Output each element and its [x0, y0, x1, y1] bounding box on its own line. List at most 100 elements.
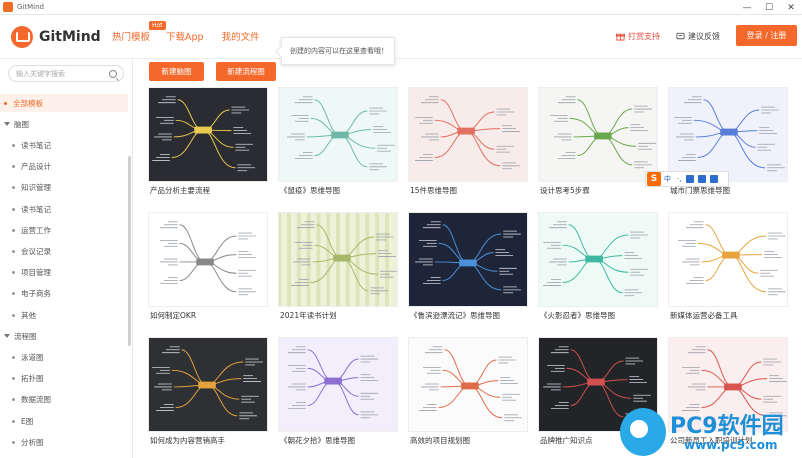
template-card[interactable]: 如何成为内容营销高手 — [148, 337, 268, 452]
template-thumbnail[interactable] — [668, 87, 788, 182]
nav-my-files[interactable]: 我的文件 — [221, 32, 260, 43]
template-card[interactable]: 公司新员工入职培训计划 — [668, 337, 788, 452]
new-flowchart-button[interactable]: 新建流程图 — [216, 62, 276, 81]
template-card[interactable]: 2021年读书计划 — [278, 212, 398, 327]
template-thumbnail[interactable] — [538, 212, 658, 307]
sidebar-item[interactable]: 流程图 — [0, 327, 128, 345]
sidebar-item[interactable]: 全部模板 — [0, 94, 128, 112]
template-thumbnail[interactable] — [668, 212, 788, 307]
template-thumbnail[interactable] — [148, 337, 268, 432]
mic-icon[interactable] — [686, 175, 695, 183]
bullet-icon — [12, 228, 15, 232]
sidebar-item[interactable]: 分析图 — [0, 433, 128, 451]
feedback-link[interactable]: 建议反馈 — [676, 31, 720, 42]
template-card[interactable]: 高效的项目规划图 — [408, 337, 528, 452]
bullet-icon — [4, 101, 7, 105]
template-thumbnail[interactable] — [148, 87, 268, 182]
sidebar-item[interactable]: E图 — [0, 412, 128, 430]
new-mindmap-button[interactable]: 新建脑图 — [149, 62, 204, 81]
template-title[interactable]: 《火影忍者》思维导图 — [540, 311, 615, 320]
template-title[interactable]: 品牌推广知识点 — [540, 436, 593, 445]
sidebar-item[interactable]: 读书笔记 — [0, 200, 128, 218]
nav-hot-templates-label: 热门模板 — [112, 32, 151, 43]
close-icon[interactable]: ✕ — [787, 2, 795, 13]
sidebar-item[interactable]: 电子商务 — [0, 285, 128, 303]
template-card[interactable]: 如何制定OKR — [148, 212, 268, 327]
sidebar-item-label: 泳道图 — [21, 352, 44, 362]
gitmind-logo[interactable]: GitMind — [11, 26, 101, 48]
ime-lang[interactable]: 中 — [664, 175, 671, 183]
sogou-icon[interactable]: S — [647, 172, 661, 186]
template-card[interactable]: 15件思维导图 — [408, 87, 528, 202]
ime-punct[interactable]: ·, — [677, 175, 682, 183]
my-files-tooltip: 创建的内容可以在这里查看哦！ — [281, 37, 395, 65]
template-title[interactable]: 2021年读书计划 — [280, 311, 337, 320]
donate-link[interactable]: 打赏支持 — [616, 31, 660, 42]
mindmap-preview — [415, 221, 521, 294]
sidebar-item[interactable]: 项目管理 — [0, 264, 128, 282]
template-thumbnail[interactable] — [668, 337, 788, 432]
sidebar-item[interactable]: 知识管理 — [0, 179, 128, 197]
maximize-icon[interactable]: ☐ — [764, 2, 774, 13]
bullet-icon — [12, 440, 15, 444]
sidebar-item[interactable]: 泳道图 — [0, 348, 128, 366]
feedback-label: 建议反馈 — [688, 32, 720, 41]
template-title[interactable]: 高效的项目规划图 — [410, 436, 470, 445]
sidebar-item-label: 流程图 — [14, 331, 37, 341]
caret-down-icon[interactable] — [4, 334, 10, 339]
keyboard-icon[interactable] — [698, 175, 707, 183]
donate-label: 打赏支持 — [628, 32, 660, 41]
template-card[interactable]: 设计思考5步骤 — [538, 87, 658, 202]
bullet-icon — [12, 355, 15, 359]
nav-hot-templates[interactable]: 热门模板 Hot — [112, 21, 166, 43]
template-title[interactable]: 产品分析主要流程 — [150, 186, 210, 195]
skin-icon[interactable] — [710, 175, 719, 183]
template-card[interactable]: 产品分析主要流程 — [148, 87, 268, 202]
template-card[interactable]: 城市门票思维导图 — [668, 87, 788, 202]
caret-down-icon[interactable] — [4, 122, 10, 127]
template-thumbnail[interactable] — [278, 87, 398, 182]
template-title[interactable]: 公司新员工入职培训计划 — [670, 436, 753, 445]
template-title[interactable]: 如何制定OKR — [150, 311, 197, 320]
sidebar-item[interactable]: 会议记录 — [0, 242, 128, 260]
sidebar-item-label: 分析图 — [21, 437, 44, 447]
template-title[interactable]: 城市门票思维导图 — [670, 186, 730, 195]
template-thumbnail[interactable] — [408, 337, 528, 432]
sidebar-item-label: 运营工作 — [21, 225, 51, 235]
minimize-icon[interactable]: — — [742, 2, 752, 13]
template-thumbnail[interactable] — [408, 87, 528, 182]
sidebar-item[interactable]: 数据流图 — [0, 391, 128, 409]
sidebar-item[interactable]: 其他 — [0, 306, 128, 324]
template-card[interactable]: 《朝花夕拾》思维导图 — [278, 337, 398, 452]
nav-download-app[interactable]: 下载App — [166, 32, 204, 43]
sidebar-item[interactable]: 运营工作 — [0, 221, 128, 239]
sidebar-scrollbar[interactable] — [128, 156, 131, 346]
sidebar-item[interactable]: 拓扑图 — [0, 370, 128, 388]
template-thumbnail[interactable] — [278, 212, 398, 307]
template-title[interactable]: 设计思考5步骤 — [540, 186, 590, 195]
sidebar-item-label: 读书笔记 — [21, 140, 51, 150]
sidebar-item[interactable]: 读书笔记 — [0, 136, 128, 154]
template-title[interactable]: 15件思维导图 — [410, 186, 458, 195]
search-input[interactable]: 输入关键字搜索 — [8, 65, 124, 82]
watermark-brand: PC9软件园 — [670, 414, 784, 439]
template-thumbnail[interactable] — [408, 212, 528, 307]
template-thumbnail[interactable] — [538, 87, 658, 182]
template-card[interactable]: 《火影忍者》思维导图 — [538, 212, 658, 327]
sidebar-item[interactable]: 脑图 — [0, 115, 128, 133]
app-header: GitMind 热门模板 Hot 下载App 我的文件 创建的内容可以在这里查看… — [0, 15, 802, 65]
template-card[interactable]: 《鲁滨逊漂流记》思维导图 — [408, 212, 528, 327]
template-thumbnail[interactable] — [148, 212, 268, 307]
search-icon[interactable] — [109, 70, 117, 78]
template-card[interactable]: 《鼠疫》思维导图 — [278, 87, 398, 202]
ime-toolbar[interactable]: S 中 ·, — [645, 171, 729, 187]
template-thumbnail[interactable] — [278, 337, 398, 432]
template-card[interactable]: 新媒体运营必备工具 — [668, 212, 788, 327]
template-title[interactable]: 《鲁滨逊漂流记》思维导图 — [410, 311, 500, 320]
login-register-button[interactable]: 登录 / 注册 — [736, 25, 797, 46]
template-title[interactable]: 如何成为内容营销高手 — [150, 436, 225, 445]
template-title[interactable]: 《朝花夕拾》思维导图 — [280, 436, 355, 445]
template-title[interactable]: 新媒体运营必备工具 — [670, 311, 738, 320]
sidebar-item[interactable]: 产品设计 — [0, 158, 128, 176]
template-title[interactable]: 《鼠疫》思维导图 — [280, 186, 340, 195]
